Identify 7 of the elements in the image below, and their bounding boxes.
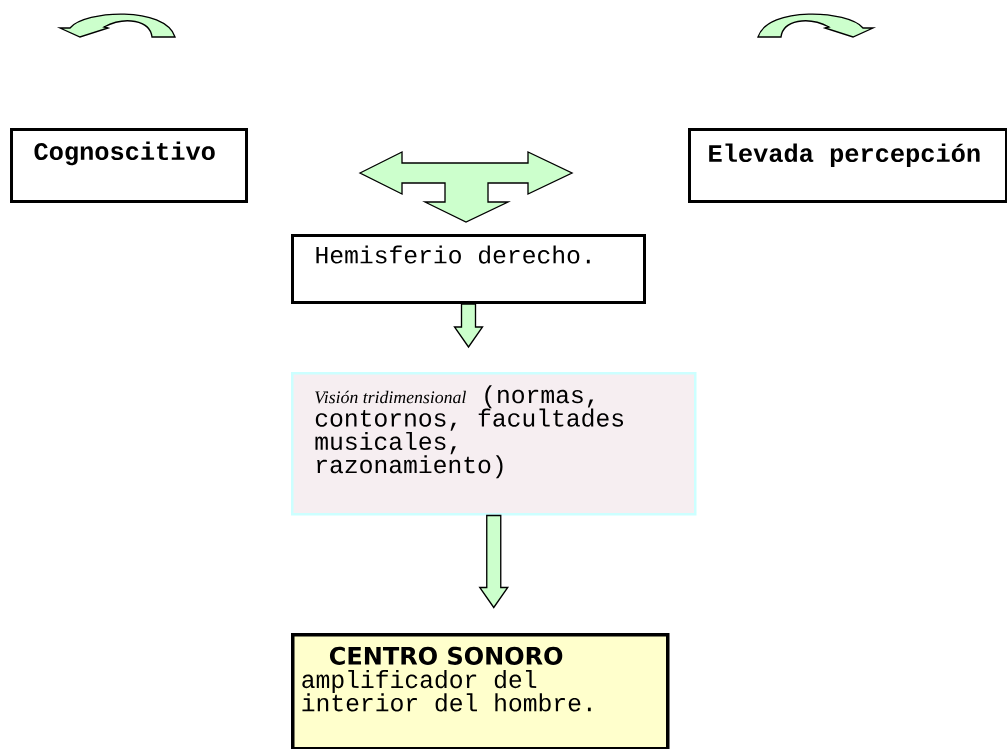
block-arrow bbox=[453, 303, 484, 349]
text-box: Hemisferio derecho. bbox=[291, 234, 646, 304]
text-box: CENTRO SONORO amplificador del interior del hombre. bbox=[291, 633, 670, 749]
text-box: Cognoscitivo bbox=[10, 128, 248, 203]
text-box: Elevada percepción bbox=[688, 128, 1007, 203]
text-box: Visión tridimensional (normas, contornos, facultades musicales, razonamiento) bbox=[291, 372, 697, 516]
block-arrow bbox=[478, 514, 510, 609]
